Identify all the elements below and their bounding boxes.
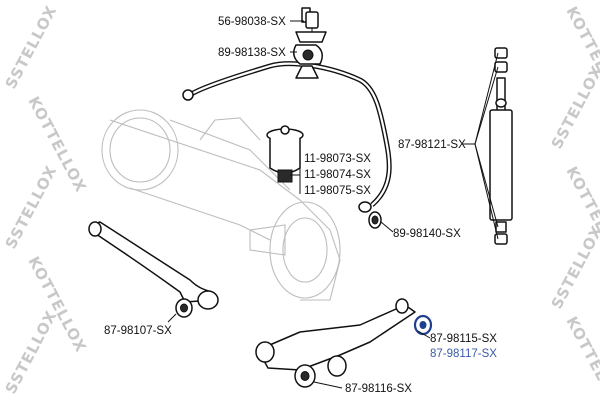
watermark-text: SSTELLOX: [2, 307, 61, 396]
part-label: 87-98107-SX: [104, 325, 172, 337]
part-label-highlight: 87-98117-SX: [430, 348, 497, 360]
part-label: 56-98038-SX: [218, 16, 286, 28]
stabilizer-bar: [182, 61, 392, 213]
part-label: 87-98121-SX: [398, 139, 466, 151]
stabilizer-link: [295, 7, 327, 43]
watermark-left: SSTELLOX KOTTELLOX SSTELLOX KOTTELLOX SS…: [2, 2, 91, 396]
highlighted-bushing: [413, 314, 433, 336]
sway-bar-end-bushing: [368, 211, 382, 229]
watermark-text: SSTELLOX: [2, 162, 61, 251]
part-label: 11-98075-SX: [304, 185, 371, 197]
watermark-text: SSTELLOX: [2, 2, 61, 91]
axle-housing: [101, 109, 341, 301]
watermark-text: SSTELLOX: [548, 222, 600, 311]
part-label: 89-98138-SX: [218, 47, 286, 59]
part-label: 87-98115-SX: [430, 333, 497, 345]
watermark-right: KOTTELLOX SSTELLOX KOTTELLOX SSTELLOX KO…: [548, 3, 600, 400]
part-label: 11-98073-SX: [304, 153, 371, 165]
watermark-text: KOTTELLOX: [562, 313, 600, 400]
part-label: 87-98116-SX: [345, 383, 412, 395]
watermark-text: SSTELLOX: [548, 62, 600, 151]
bump-stop: [266, 125, 304, 183]
shock-absorber: [489, 47, 513, 245]
leader-lines: [167, 20, 499, 389]
part-label: 11-98074-SX: [304, 169, 371, 181]
part-label: 89-98140-SX: [393, 228, 461, 240]
lower-control-arm: [255, 298, 416, 388]
part-labels: 56-98038-SX 89-98138-SX 11-98073-SX 11-9…: [104, 16, 497, 395]
stabilizer-bushing: [293, 44, 323, 79]
lateral-link: [88, 221, 219, 318]
